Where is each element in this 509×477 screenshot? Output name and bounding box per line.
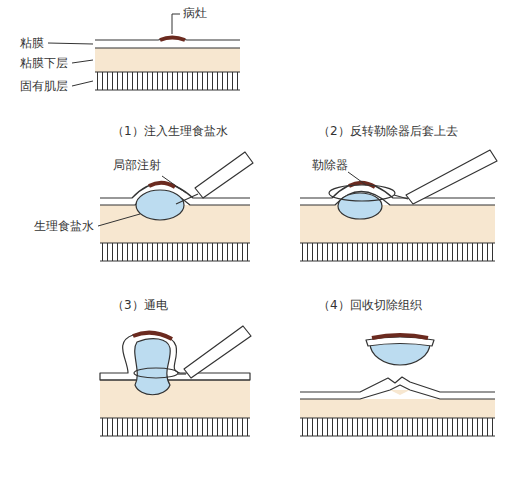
layer-label: 粘膜下层: [20, 56, 68, 71]
step-title: （3）通电: [112, 298, 168, 313]
part-label: 勒除器: [312, 158, 348, 173]
step-title: （2）反转勒除器后套上去: [318, 124, 458, 139]
step-title: （1）注入生理食盐水: [112, 124, 228, 139]
layer-label: 固有肌层: [20, 79, 68, 94]
panel-snare: [300, 150, 497, 261]
tissue-layers: [95, 38, 240, 91]
lesion-label: 病灶: [183, 6, 207, 21]
panel-current: [100, 326, 251, 436]
panel-injection: [98, 152, 253, 261]
panel-retrieve: [300, 335, 495, 436]
part-label: 局部注射: [113, 158, 161, 173]
step-title: （4）回收切除组织: [318, 298, 422, 313]
part-label: 生理食盐水: [34, 219, 94, 234]
layer-label: 粘膜: [20, 36, 44, 51]
leader-lines: [48, 14, 180, 86]
